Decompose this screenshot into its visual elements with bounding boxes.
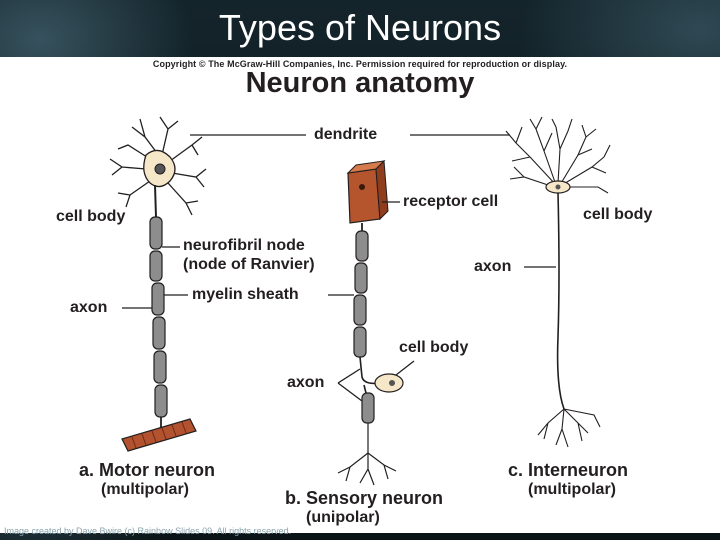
label-myelin-sheath: myelin sheath (192, 286, 299, 303)
motor-myelin-segments (149, 216, 168, 418)
label-neurofibril-node: neurofibril node (183, 237, 305, 254)
muscle-fiber (121, 418, 197, 452)
label-axon-sensory: axon (287, 374, 325, 391)
copyright-notice: Copyright © The McGraw-Hill Companies, I… (152, 59, 568, 69)
slide-title: Types of Neurons (218, 7, 502, 48)
figure-heading: Neuron anatomy (245, 67, 475, 99)
label-node-of-ranvier: (node of Ranvier) (183, 256, 315, 273)
motor-neuron (109, 116, 207, 452)
motor-dendrites (109, 116, 207, 216)
caption-interneuron: c. Interneuron (508, 460, 629, 480)
caption-motor-type: (multipolar) (101, 481, 189, 498)
motor-nucleus (154, 163, 166, 175)
interneuron (505, 116, 611, 448)
caption-sensory-neuron: b. Sensory neuron (285, 488, 444, 508)
label-cell-body-interneuron: cell body (583, 206, 653, 223)
receptor-cell (346, 159, 389, 224)
caption-sensory-type: (unipolar) (306, 509, 380, 526)
sensory-neuron (337, 159, 404, 486)
caption-interneuron-type: (multipolar) (528, 481, 616, 498)
label-axon-interneuron: axon (474, 258, 512, 275)
interneuron-axon (556, 192, 565, 410)
label-axon-motor: axon (70, 299, 108, 316)
label-receptor-cell: receptor cell (403, 193, 499, 210)
interneuron-dendrites (505, 116, 611, 194)
label-dendrite: dendrite (314, 126, 378, 143)
caption-motor-neuron: a. Motor neuron (79, 460, 215, 480)
label-cell-body-sensory: cell body (399, 339, 469, 356)
label-cell-body-motor: cell body (56, 208, 126, 225)
image-credit: Image created by Dave Bwire (c) Rainbow … (4, 526, 292, 536)
neuron-anatomy-figure: Copyright © The McGraw-Hill Companies, I… (0, 57, 720, 533)
sensory-myelin-segments (353, 230, 369, 358)
leader-lines (122, 134, 556, 402)
neuron-illustration (109, 116, 611, 486)
